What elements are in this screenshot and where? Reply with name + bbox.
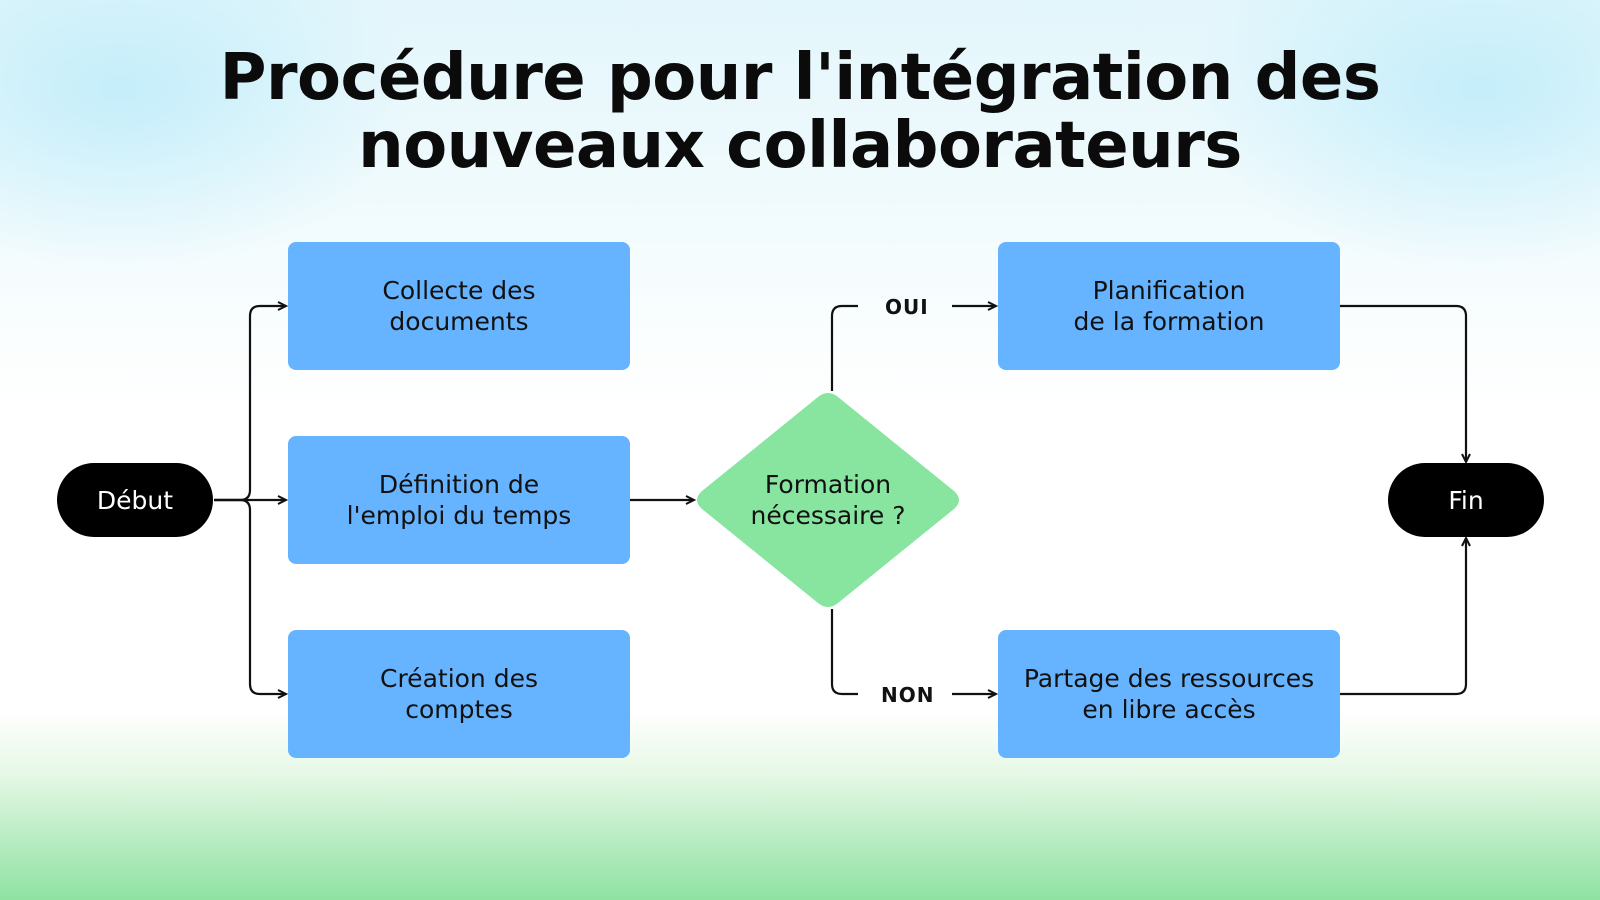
process-partage-ressources: Partage des ressources en libre accès <box>998 630 1340 758</box>
title-line-2: nouveaux collaborateurs <box>358 109 1242 183</box>
start-node-label: Début <box>96 485 174 515</box>
title-line-1: Procédure pour l'intégration des <box>219 41 1381 115</box>
connector-start-collecte <box>214 306 286 502</box>
process-creation-label: Création des comptes <box>380 664 538 724</box>
start-node: Début <box>57 463 213 537</box>
branch-label-no: NON <box>881 683 935 707</box>
branch-label-yes: OUI <box>885 295 929 319</box>
decision-node: Formation nécessaire ? <box>692 391 964 609</box>
diagram-title: Procédure pour l'intégration des nouveau… <box>0 44 1600 180</box>
process-partage-label: Partage des ressources en libre accès <box>1023 664 1315 724</box>
connector-partage-end <box>1340 538 1466 696</box>
process-definition-label: Définition de l'emploi du temps <box>346 470 572 530</box>
process-planification-label: Planification de la formation <box>1073 276 1265 336</box>
process-creation-comptes: Création des comptes <box>288 630 630 758</box>
end-node-label: Fin <box>1448 485 1484 515</box>
process-collecte-label: Collecte des documents <box>382 276 536 336</box>
process-definition-emploi-du-temps: Définition de l'emploi du temps <box>288 436 630 564</box>
decision-diamond-shape <box>697 393 959 607</box>
decision-label: Formation nécessaire ? <box>750 470 906 530</box>
connector-planification-end <box>1340 304 1466 462</box>
connector-decision-yes <box>830 304 858 391</box>
process-planification-formation: Planification de la formation <box>998 242 1340 370</box>
end-node: Fin <box>1388 463 1544 537</box>
connector-decision-no <box>830 609 858 696</box>
process-collecte-documents: Collecte des documents <box>288 242 630 370</box>
connector-start-creation <box>214 498 286 694</box>
